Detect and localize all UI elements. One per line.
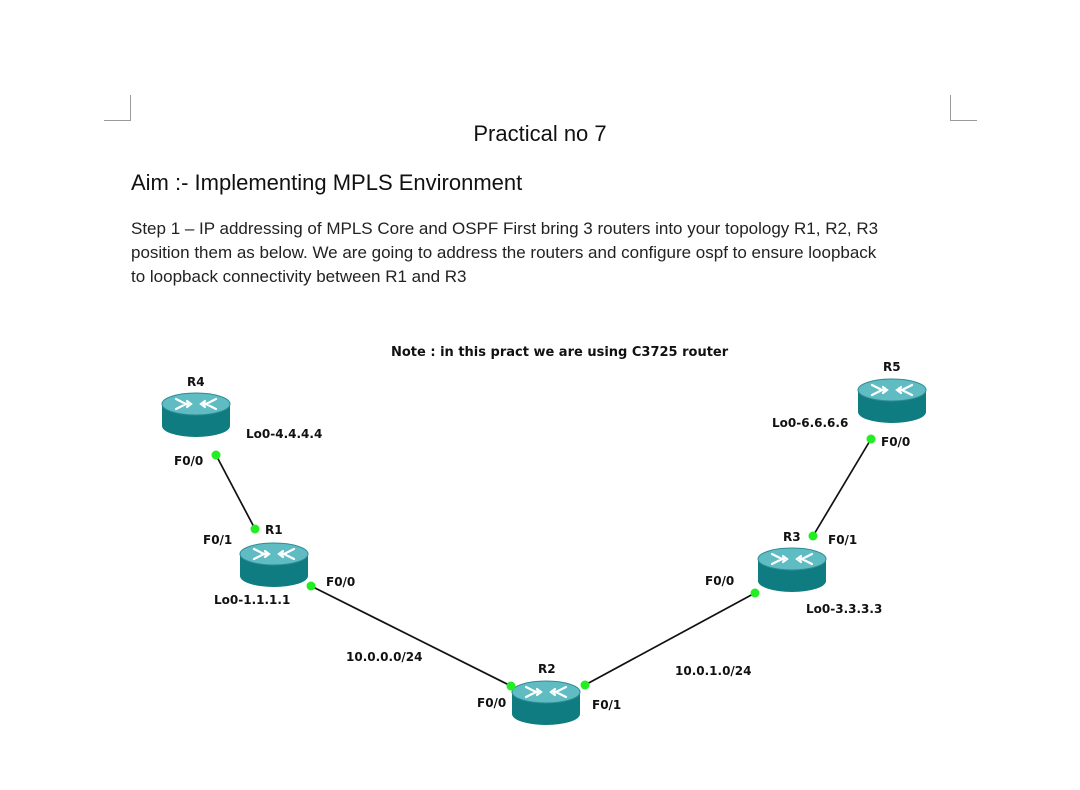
port-label-r3-f00: F0/0 xyxy=(705,574,734,588)
port-dot-r2-f00 xyxy=(506,681,516,691)
router-r3-loopback: Lo0-3.3.3.3 xyxy=(806,602,882,616)
document-title: Practical no 7 xyxy=(473,121,607,146)
link-r4-r1 xyxy=(215,454,256,530)
router-r3-icon xyxy=(756,546,828,594)
port-label-r4-f00: F0/0 xyxy=(174,454,203,468)
page-corner-mark-right xyxy=(950,95,977,121)
port-label-r1-f00: F0/0 xyxy=(326,575,355,589)
router-r5-icon xyxy=(856,377,928,425)
diagram-note: Note : in this pract we are using C3725 … xyxy=(391,345,729,360)
port-label-r5-f00: F0/0 xyxy=(881,435,910,449)
port-dot-r5-f00 xyxy=(866,434,876,444)
port-label-r1-f01: F0/1 xyxy=(203,533,232,547)
port-label-r2-f01: F0/1 xyxy=(592,698,621,712)
step-1-paragraph: Step 1 – IP addressing of MPLS Core and … xyxy=(131,217,961,289)
port-dot-r1-f00 xyxy=(306,581,316,591)
step-1-line: position them as below. We are going to … xyxy=(131,243,877,262)
page-corner-mark-left xyxy=(104,95,131,121)
network-label-r2-r3: 10.0.1.0/24 xyxy=(675,664,752,678)
router-r3-name: R3 xyxy=(783,530,801,544)
router-r4-name: R4 xyxy=(187,375,205,389)
network-label-r1-r2: 10.0.0.0/24 xyxy=(346,650,423,664)
port-dot-r3-f00 xyxy=(750,588,760,598)
router-r1-icon xyxy=(238,541,310,589)
link-r3-r5 xyxy=(812,438,872,537)
port-dot-r3-f01 xyxy=(808,531,818,541)
router-r2-name: R2 xyxy=(538,662,556,676)
router-r4-icon xyxy=(160,391,232,439)
link-r1-r2 xyxy=(310,585,512,687)
port-dot-r4-f00 xyxy=(211,450,221,460)
aim-heading: Aim :- Implementing MPLS Environment xyxy=(131,170,523,195)
link-r2-r3 xyxy=(584,592,756,686)
router-r4-loopback: Lo0-4.4.4.4 xyxy=(246,427,322,441)
port-label-r2-f00: F0/0 xyxy=(477,696,506,710)
router-r2-icon xyxy=(510,679,582,727)
port-dot-r2-f01 xyxy=(580,680,590,690)
router-r5-loopback: Lo0-6.6.6.6 xyxy=(772,416,848,430)
router-r5-name: R5 xyxy=(883,360,901,374)
router-r1-name: R1 xyxy=(265,523,283,537)
step-1-line: Step 1 – IP addressing of MPLS Core and … xyxy=(131,219,879,238)
router-r1-loopback: Lo0-1.1.1.1 xyxy=(214,593,290,607)
port-label-r3-f01: F0/1 xyxy=(828,533,857,547)
port-dot-r1-f01 xyxy=(250,524,260,534)
step-1-line: to loopback connectivity between R1 and … xyxy=(131,267,467,286)
